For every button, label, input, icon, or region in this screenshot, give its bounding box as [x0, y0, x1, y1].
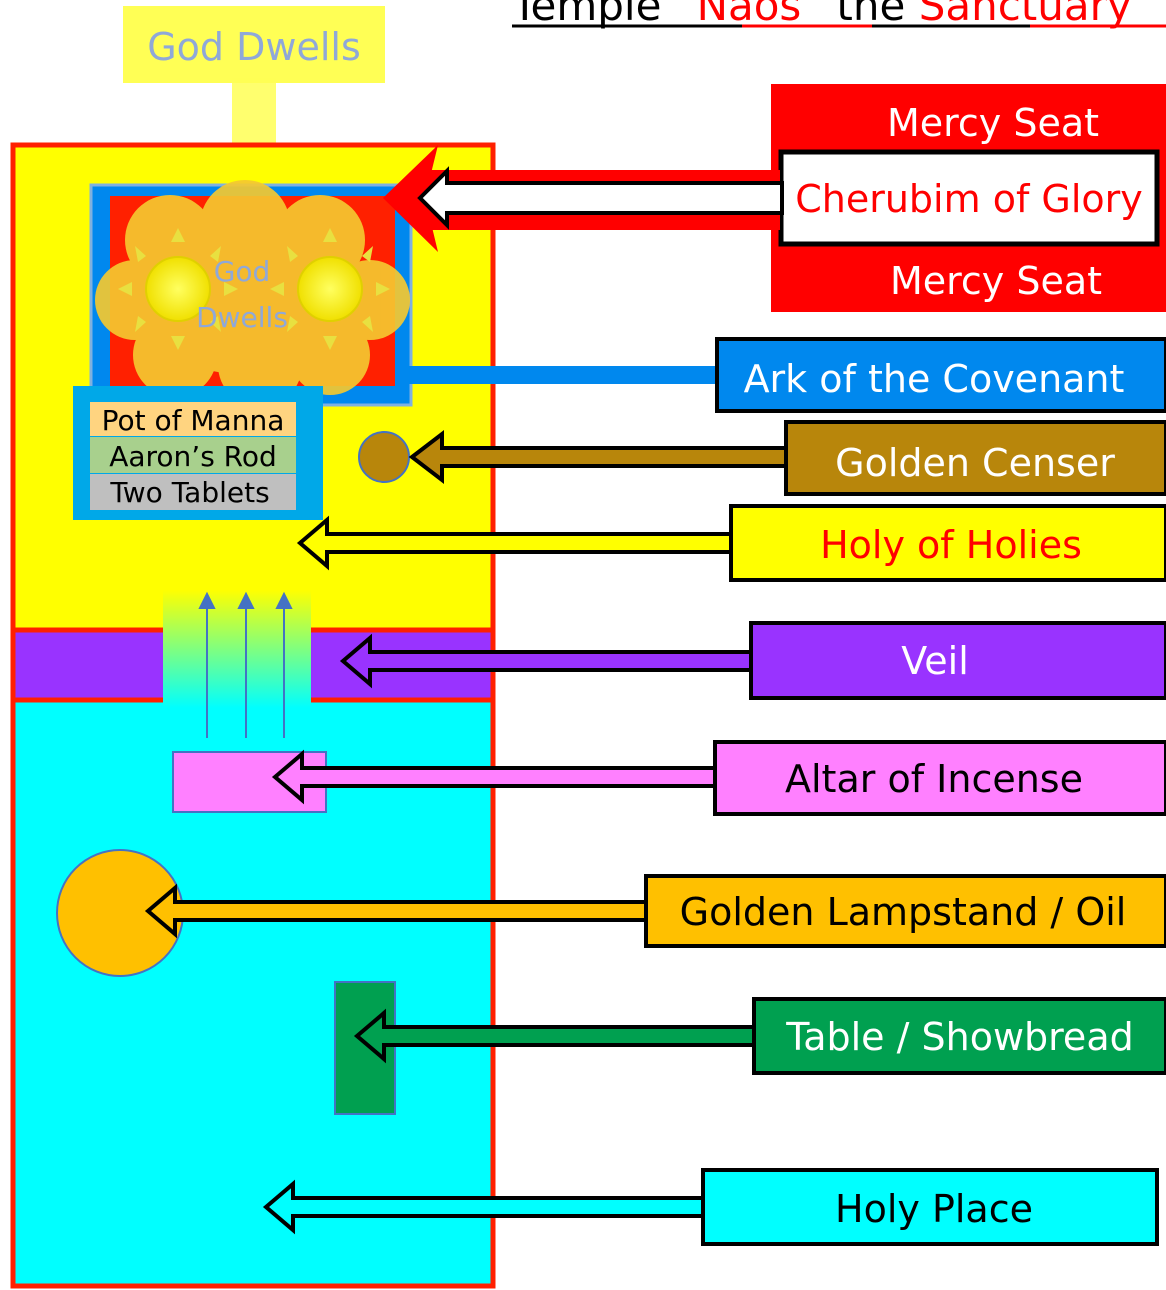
cherubim-arrow	[417, 166, 784, 230]
page-title: Temple “Naos” the Sanctuary	[511, 0, 1166, 30]
golden-censer	[358, 431, 410, 483]
lampstand-label: Golden Lampstand / Oil	[680, 890, 1127, 934]
two-tablets-label: Two Tablets	[109, 476, 269, 509]
cherubim-label-box	[778, 149, 1160, 247]
ark-label: Ark of the Covenant	[744, 357, 1125, 401]
holy-place-label-box	[701, 1168, 1159, 1246]
god-dwells-label: God Dwells	[147, 25, 361, 69]
cloud-label-line1: God	[214, 255, 271, 288]
lampstand-label-box	[644, 874, 1166, 948]
sun-icon	[118, 228, 238, 350]
cherubim-label: Cherubim of Glory	[795, 177, 1143, 221]
sun-icon	[270, 228, 390, 350]
table-label: Table / Showbread	[785, 1015, 1133, 1059]
pot-of-manna-label: Pot of Manna	[102, 404, 285, 437]
pot-of-manna-bg	[90, 402, 296, 436]
holy-place-label: Holy Place	[835, 1187, 1033, 1231]
god-dwells-box	[123, 6, 385, 83]
ark-connector	[395, 366, 725, 384]
mercy-seat-top-label: Mercy Seat	[887, 101, 1099, 145]
altar-label-box	[713, 740, 1166, 816]
holy-of-holies-label: Holy of Holies	[820, 523, 1082, 567]
ark-label-box	[715, 337, 1166, 413]
aarons-rod-label: Aaron’s Rod	[109, 440, 277, 473]
censer-label-box	[784, 420, 1166, 496]
veil-label-box	[749, 621, 1166, 700]
incense-rising-arrows	[198, 591, 293, 738]
altar-label: Altar of Incense	[785, 757, 1083, 801]
glory-cloud	[95, 180, 410, 407]
veil-label: Veil	[901, 639, 969, 683]
cloud-label-line2: Dwells	[196, 301, 288, 334]
holy-of-holies-label-box	[729, 504, 1166, 582]
veil-opening	[163, 590, 311, 708]
table-label-box	[752, 997, 1166, 1075]
aarons-rod-bg	[90, 437, 296, 473]
two-tablets-bg	[90, 474, 296, 510]
censer-label: Golden Censer	[835, 441, 1115, 485]
mercy-seat-bottom-label: Mercy Seat	[890, 259, 1102, 303]
